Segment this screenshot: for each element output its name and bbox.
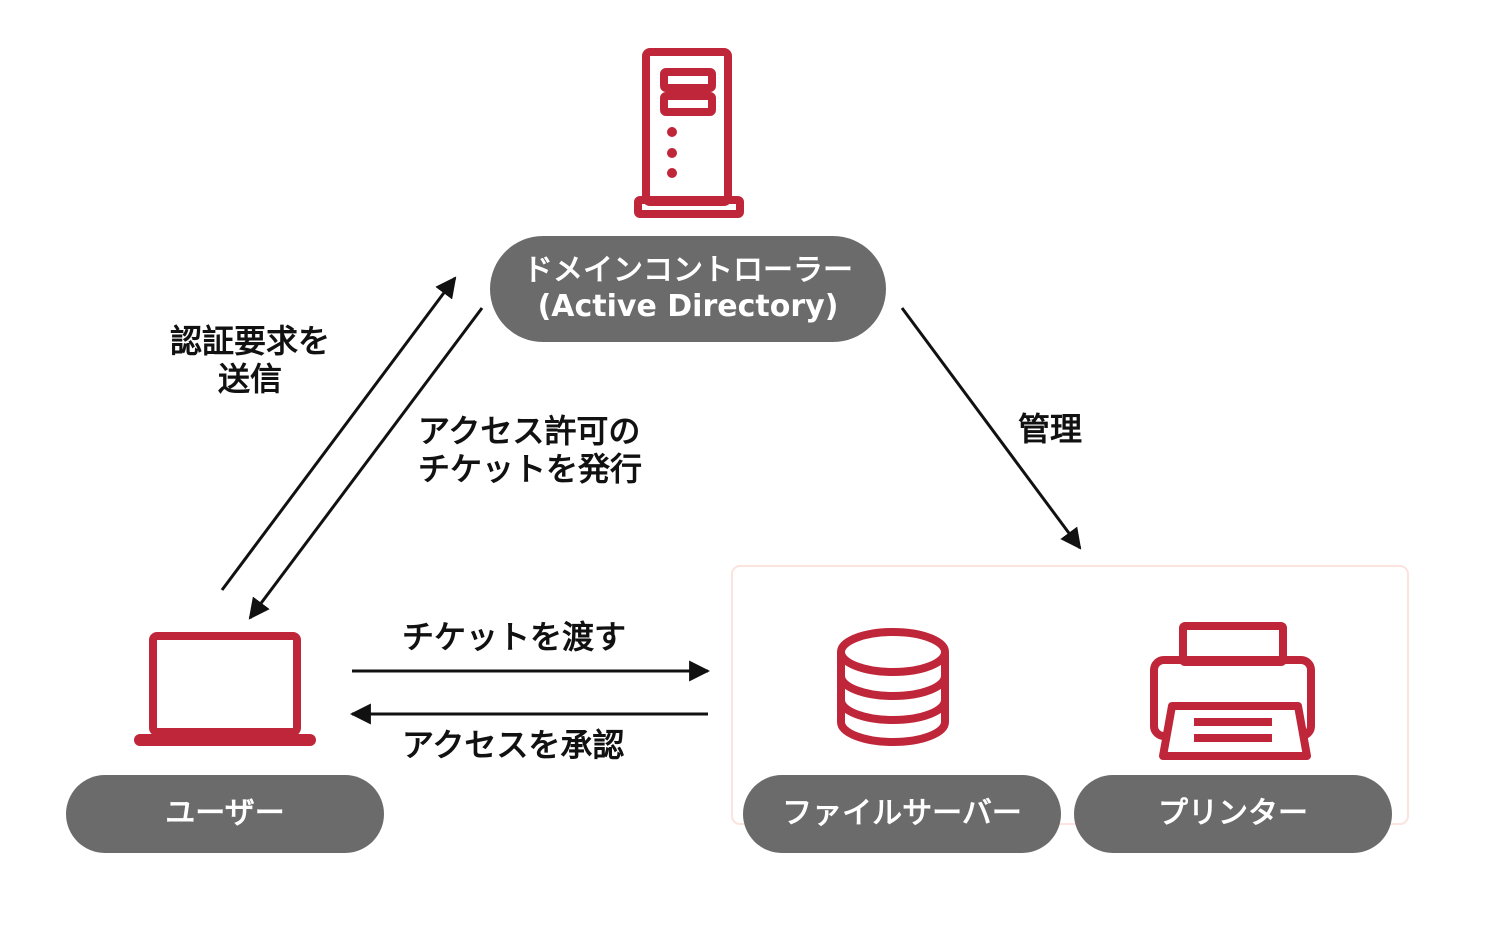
printer-label: プリンター [1158,796,1308,831]
auth-request-arrow [220,276,457,591]
active-directory-label: (Active Directory) [537,289,839,324]
file-server-label: ファイルサーバー [782,796,1022,831]
user-label: ユーザー [165,796,285,831]
laptop-icon [134,632,316,746]
manage-label: 管理 [1018,410,1083,448]
pass-ticket-label: チケットを渡す [402,618,627,656]
printer-pill: プリンター [1074,775,1392,853]
resource-group-frame [731,565,1409,825]
ticket-issue-label: アクセス許可の チケットを発行 [418,412,642,489]
ticket-issue-line1: アクセス許可の [418,412,641,450]
ticket-issue-arrow [248,307,484,620]
database-icon [837,628,949,746]
domain-controller-label: ドメインコントローラー [523,253,853,288]
domain-controller-pill: ドメインコントローラー (Active Directory) [490,236,886,342]
server-icon [634,48,744,218]
manage-arrow [900,307,1082,550]
user-pill: ユーザー [66,775,384,853]
auth-request-line1: 認証要求を [169,322,330,360]
auth-request-label: 認証要求を 送信 [120,322,380,399]
auth-request-line2: 送信 [217,360,282,399]
file-server-pill: ファイルサーバー [743,775,1061,853]
approve-access-label: アクセスを承認 [402,726,625,764]
printer-icon [1150,622,1315,760]
ticket-issue-line2: チケットを発行 [418,450,643,489]
